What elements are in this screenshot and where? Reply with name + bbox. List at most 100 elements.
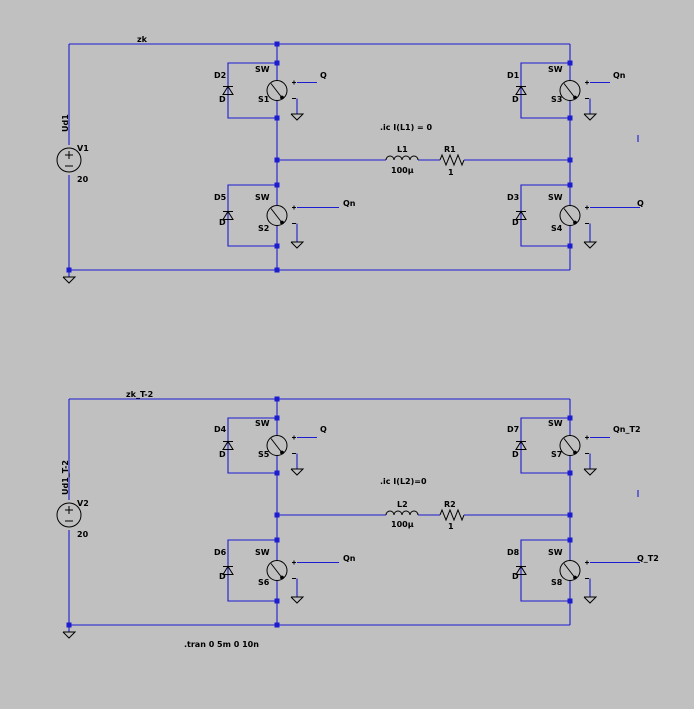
switch-contact <box>280 450 284 455</box>
switch-circle <box>559 435 581 456</box>
diode-symbol <box>515 210 527 220</box>
source-v1-value: 20 <box>77 175 89 184</box>
wire <box>520 417 570 474</box>
wire-junction <box>274 41 280 47</box>
switch-circle <box>559 560 581 581</box>
switch-s3-model: SW <box>548 65 563 74</box>
source-circle <box>56 147 82 173</box>
switch-s4-model: SW <box>548 193 563 202</box>
switch-s7-ref: S7 <box>551 450 562 459</box>
diode-triangle <box>515 565 527 575</box>
diode-symbol <box>222 210 234 220</box>
switch-contact <box>573 450 577 455</box>
switch-blade <box>563 208 575 222</box>
switch-blade <box>270 438 282 452</box>
ground-shape <box>583 113 598 121</box>
diode-d8-model: D <box>512 572 519 581</box>
diode-triangle <box>222 440 234 450</box>
resistor-r2-ref: R2 <box>444 500 456 509</box>
diode-d4-model: D <box>219 450 226 459</box>
switch-s3-ref: S3 <box>551 95 562 104</box>
switch-circle <box>559 80 581 101</box>
switch-blade <box>563 438 575 452</box>
wire-junction <box>567 512 573 518</box>
ground-shape <box>583 596 598 604</box>
switch-circle <box>559 205 581 226</box>
switch-symbol <box>266 80 296 101</box>
switch-s3-ctrl: Qn <box>613 71 626 80</box>
diode-triangle <box>222 565 234 575</box>
wire <box>227 184 277 247</box>
diode-triangle <box>515 440 527 450</box>
inductor-l1-value: 100µ <box>391 166 414 175</box>
diode-d1-model: D <box>512 95 519 104</box>
net-label-zk: zk <box>137 35 148 44</box>
ground-symbol <box>62 276 77 284</box>
wire-junction <box>274 598 280 604</box>
switch-symbol <box>559 435 589 456</box>
ground-shape <box>290 113 305 121</box>
wire-junction <box>567 157 573 163</box>
source-v2-ref: V2 <box>77 499 89 508</box>
diode-triangle <box>222 210 234 220</box>
ground-symbol <box>62 631 77 639</box>
diode-triangle <box>515 85 527 95</box>
wire-junction <box>567 60 573 66</box>
diode-d2-model: D <box>219 95 226 104</box>
ground-symbol <box>290 241 305 249</box>
wire-junction <box>274 470 280 476</box>
diode-d5-model: D <box>219 218 226 227</box>
diode-d3-ref: D3 <box>507 193 519 202</box>
switch-contact <box>573 95 577 100</box>
wire <box>227 62 277 119</box>
wire <box>520 62 570 119</box>
wire-junction <box>567 243 573 249</box>
resistor-r1-value: 1 <box>448 168 454 177</box>
wire-junction <box>274 415 280 421</box>
voltage-source <box>56 147 82 173</box>
net-label-ud1: Ud1 <box>61 114 70 132</box>
switch-s4-ctrl: Q <box>637 199 644 208</box>
resistor-zigzag <box>439 153 465 167</box>
switch-s8-model: SW <box>548 548 563 557</box>
switch-s4-ref: S4 <box>551 224 563 233</box>
wire-junction <box>274 157 280 163</box>
switch-blade <box>270 563 282 577</box>
resistor-r1-ref: R1 <box>444 145 456 154</box>
ground-shape <box>290 468 305 476</box>
switch-contact <box>280 575 284 580</box>
switch-blade <box>270 83 282 97</box>
switch-s2-model: SW <box>255 193 270 202</box>
wire-junction <box>567 537 573 543</box>
diode-symbol <box>515 440 527 450</box>
resistor-symbol <box>439 153 465 167</box>
inductor-symbol <box>385 155 419 161</box>
switch-s5-ref: S5 <box>258 450 270 459</box>
ground-symbol <box>583 241 598 249</box>
switch-s1-model: SW <box>255 65 270 74</box>
switch-circle <box>266 80 288 101</box>
diode-d2-ref: D2 <box>214 71 226 80</box>
source-v2-value: 20 <box>77 530 89 539</box>
wire-junction <box>274 537 280 543</box>
inductor-coil <box>385 510 419 516</box>
switch-symbol <box>559 80 589 101</box>
source-v1-ref: V1 <box>77 144 89 153</box>
ic-directive-2: .ic I(L2)=0 <box>380 477 427 486</box>
wire-junction <box>567 598 573 604</box>
diode-symbol <box>515 565 527 575</box>
inductor-coil <box>385 155 419 161</box>
ground-symbol <box>583 113 598 121</box>
switch-s1-ctrl: Q <box>320 71 327 80</box>
wire-junction <box>66 267 72 273</box>
switch-blade <box>563 563 575 577</box>
ground-symbol <box>583 468 598 476</box>
ground-symbol <box>290 596 305 604</box>
ground-shape <box>290 241 305 249</box>
wire-junction <box>274 115 280 121</box>
diode-symbol <box>515 85 527 95</box>
switch-circle <box>266 435 288 456</box>
resistor-symbol <box>439 508 465 522</box>
switch-symbol <box>266 435 296 456</box>
diode-triangle <box>222 85 234 95</box>
